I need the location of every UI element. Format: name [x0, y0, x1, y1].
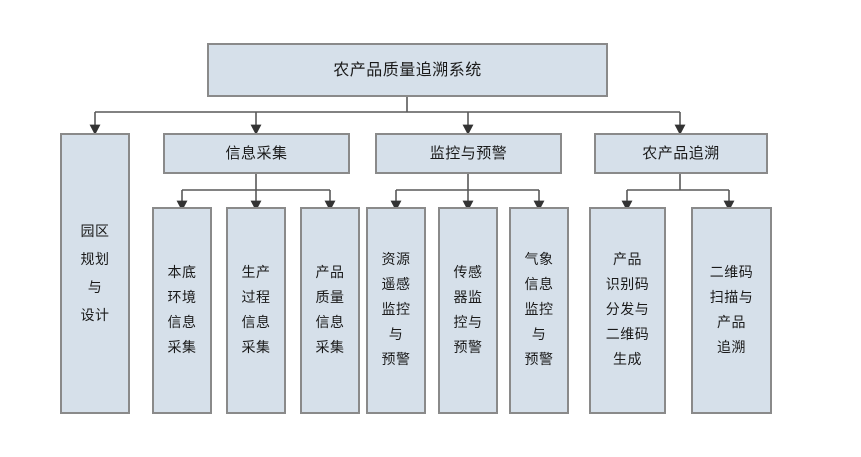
node-sensor-monitoring-warning-label: 传感 器监 控与 预警 — [453, 264, 483, 356]
node-production-process-info-collection-label: 生产 过程 信息 采集 — [241, 264, 271, 356]
node-info-collection-label: 信息采集 — [225, 144, 288, 162]
node-monitoring-warning-label: 监控与预警 — [429, 144, 508, 162]
node-info-collection[interactable]: 信息采集 — [163, 133, 350, 174]
node-root-label: 农产品质量追溯系统 — [333, 60, 482, 79]
node-production-process-info-collection[interactable]: 生产 过程 信息 采集 — [226, 207, 286, 414]
node-baseline-environment-info-collection-label: 本底 环境 信息 采集 — [167, 264, 197, 356]
node-park-planning[interactable]: 园区 规划 与 设计 — [60, 133, 130, 414]
node-baseline-environment-info-collection[interactable]: 本底 环境 信息 采集 — [152, 207, 212, 414]
node-monitoring-warning[interactable]: 监控与预警 — [375, 133, 562, 174]
node-product-traceability[interactable]: 农产品追溯 — [594, 133, 768, 174]
node-product-id-distribution-qrcode-generation-label: 产品 识别码 分发与 二维码 生成 — [605, 252, 650, 368]
node-weather-info-monitoring-warning-label: 气象 信息 监控 与 预警 — [524, 252, 554, 368]
node-product-quality-info-collection-label: 产品 质量 信息 采集 — [315, 264, 345, 356]
node-remote-sensing-monitoring-warning[interactable]: 资源 遥感 监控 与 预警 — [366, 207, 426, 414]
node-root[interactable]: 农产品质量追溯系统 — [207, 43, 608, 97]
node-remote-sensing-monitoring-warning-label: 资源 遥感 监控 与 预警 — [381, 252, 411, 368]
node-qrcode-scan-product-tracing[interactable]: 二维码 扫描与 产品 追溯 — [691, 207, 772, 414]
node-sensor-monitoring-warning[interactable]: 传感 器监 控与 预警 — [438, 207, 498, 414]
node-product-id-distribution-qrcode-generation[interactable]: 产品 识别码 分发与 二维码 生成 — [589, 207, 666, 414]
node-park-planning-label: 园区 规划 与 设计 — [80, 223, 110, 324]
node-product-traceability-label: 农产品追溯 — [642, 144, 720, 162]
node-weather-info-monitoring-warning[interactable]: 气象 信息 监控 与 预警 — [509, 207, 569, 414]
node-product-quality-info-collection[interactable]: 产品 质量 信息 采集 — [300, 207, 360, 414]
node-qrcode-scan-product-tracing-label: 二维码 扫描与 产品 追溯 — [709, 264, 754, 356]
